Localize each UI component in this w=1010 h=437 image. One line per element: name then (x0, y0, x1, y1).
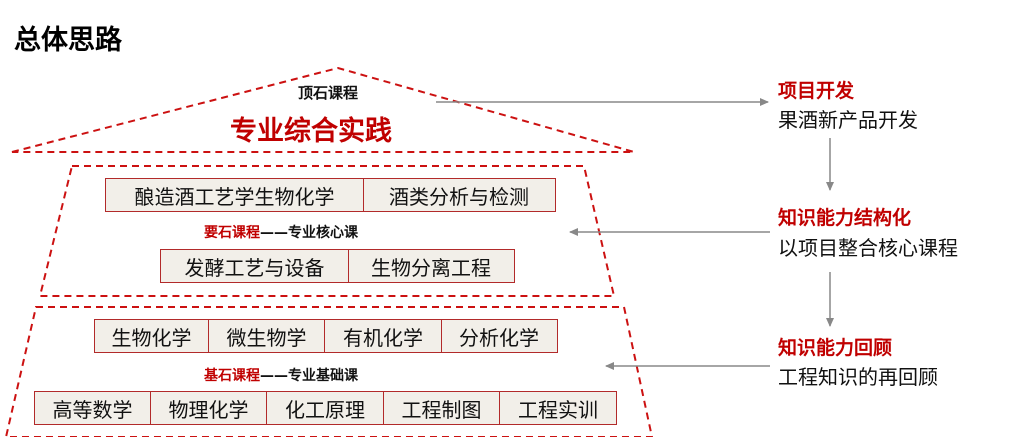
step-title-structure: 知识能力结构化 (778, 207, 912, 229)
course-box: 有机化学 (324, 319, 442, 353)
roof-outline (11, 66, 635, 153)
course-box: 工程实训 (499, 391, 617, 425)
middle-row-2: 发酵工艺与设备 生物分离工程 (160, 249, 515, 283)
course-box: 生物分离工程 (347, 249, 515, 283)
course-box: 化工原理 (266, 391, 384, 425)
bottom-row-1: 生物化学 微生物学 有机化学 分析化学 (94, 319, 558, 353)
course-box: 工程制图 (382, 391, 501, 425)
course-box: 生物化学 (94, 319, 209, 353)
middle-tier-outline (38, 165, 616, 297)
middle-tier-label: 要石课程——专业核心课 (204, 222, 358, 242)
course-box: 分析化学 (440, 319, 558, 353)
middle-tier-label-name: 要石课程 (204, 225, 260, 241)
page-title: 总体思路 (14, 25, 122, 56)
bottom-tier-label-name: 基石课程 (204, 368, 260, 384)
course-box: 微生物学 (207, 319, 326, 353)
bottom-tier-label-desc: ——专业基础课 (260, 368, 358, 384)
course-box: 发酵工艺与设备 (160, 249, 349, 283)
course-box: 酒类分析与检测 (362, 178, 556, 212)
step-title-review: 知识能力回顾 (778, 337, 893, 359)
capstone-label: 顶石课程 (298, 84, 359, 102)
step-title-project: 项目开发 (778, 80, 855, 102)
capstone-main-title: 专业综合实践 (230, 116, 392, 147)
course-box: 酿造酒工艺学生物化学 (105, 178, 364, 212)
middle-tier-label-desc: ——专业核心课 (260, 225, 358, 241)
course-box: 物理化学 (149, 391, 268, 425)
course-box: 高等数学 (34, 391, 151, 425)
step-subtitle-review: 工程知识的再回顾 (778, 365, 938, 389)
bottom-tier-label: 基石课程——专业基础课 (204, 365, 358, 385)
step-subtitle-structure: 以项目整合核心课程 (778, 236, 958, 260)
step-subtitle-project: 果酒新产品开发 (778, 108, 918, 132)
middle-row-1: 酿造酒工艺学生物化学 酒类分析与检测 (105, 178, 556, 212)
bottom-row-2: 高等数学 物理化学 化工原理 工程制图 工程实训 (34, 391, 617, 425)
